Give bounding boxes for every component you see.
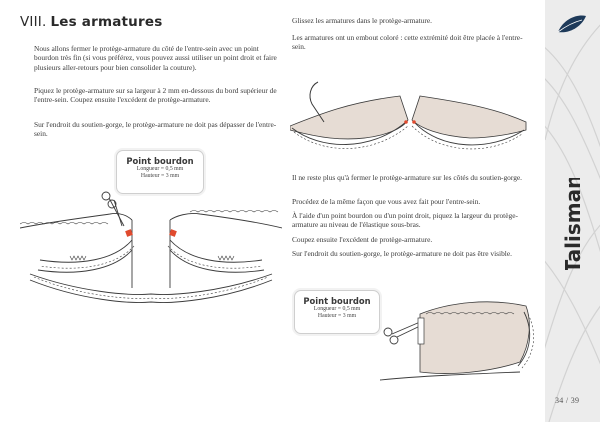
right-paragraph-7: Sur l'endroit du soutien-gorge, le protè… <box>292 249 512 258</box>
right-paragraph-1: Glissez les armatures dans le protège-ar… <box>292 16 432 25</box>
section-title: Les armatures <box>50 14 163 30</box>
underwire-insertion-illustration <box>290 81 527 150</box>
stitch-box-length: Longueur = 0,5 mm <box>136 166 184 172</box>
decorative-sidebar <box>545 0 600 422</box>
stitch-box-height: Hauteur = 3 mm <box>317 313 357 320</box>
stitch-settings-box: Point bourdon Longueur = 0,5 mm Hauteur … <box>294 290 380 334</box>
right-paragraph-4: Procédez de la même façon que vous avez … <box>292 197 481 206</box>
stitch-box-title: Point bourdon <box>126 156 194 166</box>
leaf-pattern <box>545 24 600 422</box>
brand-name: Talisman <box>561 178 585 270</box>
section-heading: VIII.Les armatures <box>20 14 162 30</box>
left-paragraph-3: Sur l'endroit du soutien-gorge, le protè… <box>34 120 277 139</box>
section-number: VIII. <box>20 14 47 30</box>
right-paragraph-2: Les armatures ont un embout coloré : cet… <box>292 33 523 52</box>
stitch-box-height: Hauteur = 3 mm <box>140 173 180 180</box>
right-paragraph-5: À l'aide d'un point bourdon ou d'un poin… <box>292 211 518 230</box>
right-paragraph-6: Coupez ensuite l'excédent de protège-arm… <box>292 235 433 244</box>
page-number: 34 / 39 <box>555 396 580 405</box>
leaf-logo-icon <box>557 15 586 33</box>
bra-center-illustration <box>20 191 282 303</box>
stitch-box-length: Longueur = 0,5 mm <box>313 306 361 312</box>
right-paragraph-3: Il ne reste plus qu'à fermer le protège-… <box>292 173 523 182</box>
brand-name-text: Talisman <box>561 178 585 270</box>
left-paragraph-1: Nous allons fermer le protège-armature d… <box>34 44 277 72</box>
side-closure-illustration <box>380 301 534 381</box>
stitch-settings-box: Point bourdon Longueur = 0,5 mm Hauteur … <box>116 150 204 194</box>
left-paragraph-2: Piquez le protège-armature sur sa largeu… <box>34 86 277 105</box>
stitch-box-title: Point bourdon <box>303 296 371 306</box>
